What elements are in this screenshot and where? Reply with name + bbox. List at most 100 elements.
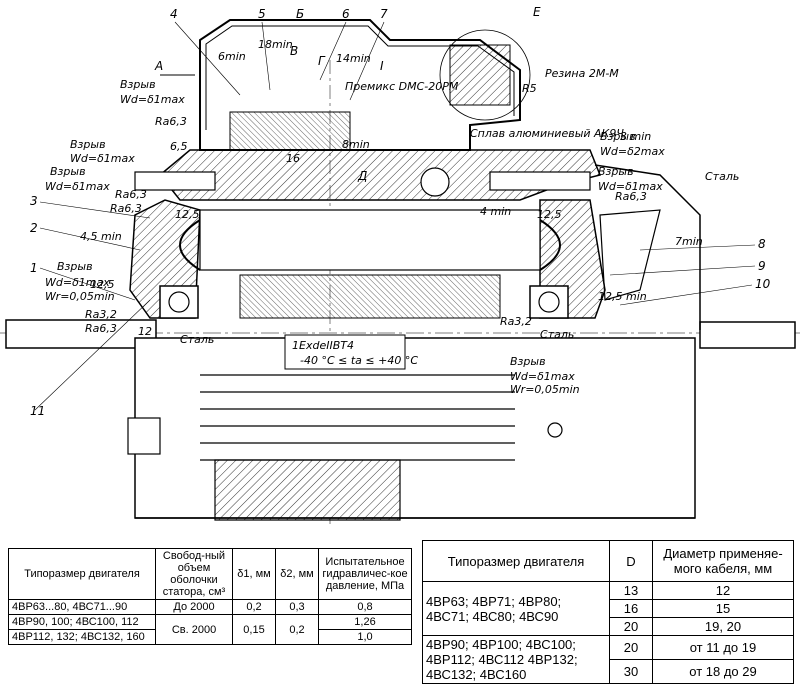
svg-text:6,5: 6,5	[170, 140, 188, 153]
svg-text:Взрыв: Взрыв	[598, 165, 634, 178]
bolt-right	[489, 171, 591, 191]
svg-text:Ra6,3: Ra6,3	[110, 202, 142, 215]
svg-text:Сталь: Сталь	[705, 170, 739, 183]
cell-d: 30	[609, 659, 653, 684]
mark-e: Е	[533, 5, 541, 19]
cell-type: 4ВР112, 132; 4ВС132, 160	[8, 629, 156, 645]
leader-lines	[34, 21, 756, 411]
cell-d2: 0,2	[275, 614, 319, 645]
table-row: 30 от 18 до 29	[423, 659, 794, 684]
lifting-eye	[420, 167, 450, 197]
svg-text:Взрыв: Взрыв	[120, 78, 156, 91]
svg-text:Ra6,3: Ra6,3	[615, 190, 647, 203]
bearing-right-ball	[538, 291, 560, 313]
svg-text:8min: 8min	[342, 138, 370, 151]
annotations: Премикс DMC-20PM Резина 2М-М R5 Сплав ал…	[45, 38, 739, 396]
cell-volume: До 2000	[155, 599, 233, 615]
svg-text:Резина 2М-М: Резина 2М-М	[545, 67, 619, 80]
fan-cover	[594, 164, 701, 330]
cell-type: 4ВР63...80, 4ВС71...90	[8, 599, 156, 615]
stator-winding-left	[179, 219, 201, 271]
svg-text:Сталь: Сталь	[180, 333, 214, 346]
nameplate	[284, 334, 406, 370]
ground-screw	[547, 422, 563, 438]
svg-text:Ra6,3: Ra6,3	[155, 115, 187, 128]
svg-text:Взрыв: Взрыв	[57, 260, 93, 273]
callout-8: 8	[758, 237, 766, 251]
callout-11: 11	[30, 404, 45, 418]
svg-text:Ra6,3: Ra6,3	[85, 322, 117, 335]
callout-6: 6	[342, 7, 350, 21]
table-row: 4ВР112, 132; 4ВС132, 160 1,0	[8, 629, 412, 645]
table-row: 4ВР63; 4ВР71; 4ВР80; 4ВС71; 4ВС80; 4ВС90…	[422, 581, 794, 636]
svg-text:16: 16	[286, 152, 300, 165]
cell-type: 4ВР90, 100; 4ВС100, 112	[8, 614, 156, 630]
cell-cable: 19, 20	[652, 617, 794, 636]
cable-table: Типоразмер двигателя D Диаметр применяе-…	[422, 540, 794, 684]
gap-table: Типоразмер двигателя Свобод-ный объем об…	[8, 548, 412, 645]
stator-core	[199, 209, 541, 271]
svg-text:7min: 7min	[675, 235, 703, 248]
svg-text:Взрыв: Взрыв	[510, 355, 546, 368]
svg-text:6min: 6min	[218, 50, 246, 63]
table-row: 4ВР63...80, 4ВС71...90 До 2000 0,2 0,3 0…	[8, 599, 412, 615]
cell-pressure: 1,0	[318, 629, 412, 645]
svg-text:Wd=δ1max: Wd=δ1max	[510, 370, 575, 383]
svg-text:Wd=δ1max: Wd=δ1max	[598, 180, 663, 193]
svg-text:Wr=0,05min: Wr=0,05min	[45, 290, 115, 303]
svg-text:Wd=δ1max: Wd=δ1max	[70, 152, 135, 165]
cell-d: 20	[609, 617, 653, 636]
nameplate-line1: 1ExdeIIBT4	[292, 339, 354, 352]
table-row: 16 15	[423, 599, 794, 618]
cable-entry	[449, 44, 511, 106]
cell-d1: 0,15	[232, 614, 276, 645]
callout-1: 1	[30, 261, 38, 275]
callout-7: 7	[380, 7, 388, 21]
cell-pressure: 0,8	[318, 599, 412, 615]
mark-i: I	[380, 59, 384, 73]
cell-cable: от 11 до 19	[652, 635, 794, 660]
callout-10: 10	[755, 277, 771, 291]
shaft-right	[699, 321, 796, 349]
nameplate-line2: -40 °C ≤ ta ≤ +40 °C	[300, 354, 418, 367]
cell-volume: Св. 2000	[155, 614, 233, 645]
cell-d: 16	[609, 599, 653, 618]
svg-text:Ra6,3: Ra6,3	[115, 188, 147, 201]
svg-text:Взрыв: Взрыв	[70, 138, 106, 151]
svg-text:R5: R5	[522, 82, 537, 95]
callout-2: 2	[30, 221, 38, 235]
svg-text:12: 12	[138, 325, 152, 338]
svg-text:Ra3,2: Ra3,2	[500, 315, 532, 328]
bearing-left-ball	[168, 291, 190, 313]
svg-text:12,5: 12,5	[90, 278, 115, 291]
callout-4: 4	[170, 7, 178, 21]
svg-text:Ra3,2: Ra3,2	[85, 308, 117, 321]
fan	[599, 209, 661, 301]
shaft-left	[5, 319, 157, 349]
svg-text:14min: 14min	[336, 52, 371, 65]
table-row: 4ВР90, 100; 4ВС100, 112 Св. 2000 0,15 0,…	[8, 614, 412, 645]
svg-text:12,5 min: 12,5 min	[598, 290, 647, 303]
cell-cable: 12	[652, 581, 794, 600]
mark-v: В	[290, 44, 298, 58]
cell-cable: 15	[652, 599, 794, 618]
cell-type: 4ВР63; 4ВР71; 4ВР80; 4ВС71; 4ВС80; 4ВС90	[422, 581, 610, 636]
svg-text:3 min: 3 min	[620, 130, 651, 143]
svg-text:Wd=δ1max: Wd=δ1max	[45, 276, 110, 289]
mark-a: А	[154, 59, 163, 73]
cell-d: 20	[609, 635, 653, 660]
mark-d: Д	[357, 169, 367, 183]
header-volume: Свобод-ный объем оболочки статора, см³	[155, 548, 233, 600]
callouts: 1 2 3 4 5 6 7 8 9 10 11	[30, 7, 771, 418]
cell-type: 4ВР90; 4ВР100; 4ВС100; 4ВР112; 4ВС112 4В…	[422, 635, 610, 684]
svg-text:Премикс DMC-20PM: Премикс DMC-20PM	[345, 80, 459, 93]
header-d2: δ2, мм	[275, 548, 319, 600]
svg-text:4,5 min: 4,5 min	[80, 230, 122, 243]
callout-5: 5	[258, 7, 266, 21]
cell-pressure: 1,26	[318, 614, 412, 630]
stator-winding-right	[539, 219, 561, 271]
svg-text:12,5: 12,5	[537, 208, 562, 221]
callout-3: 3	[30, 194, 38, 208]
motor-section-drawing: 1ExdeIIBT4 -40 °C ≤ ta ≤ +40 °C 1 2 3 4 …	[0, 5, 800, 525]
header-type: Типоразмер двигателя	[8, 548, 156, 600]
